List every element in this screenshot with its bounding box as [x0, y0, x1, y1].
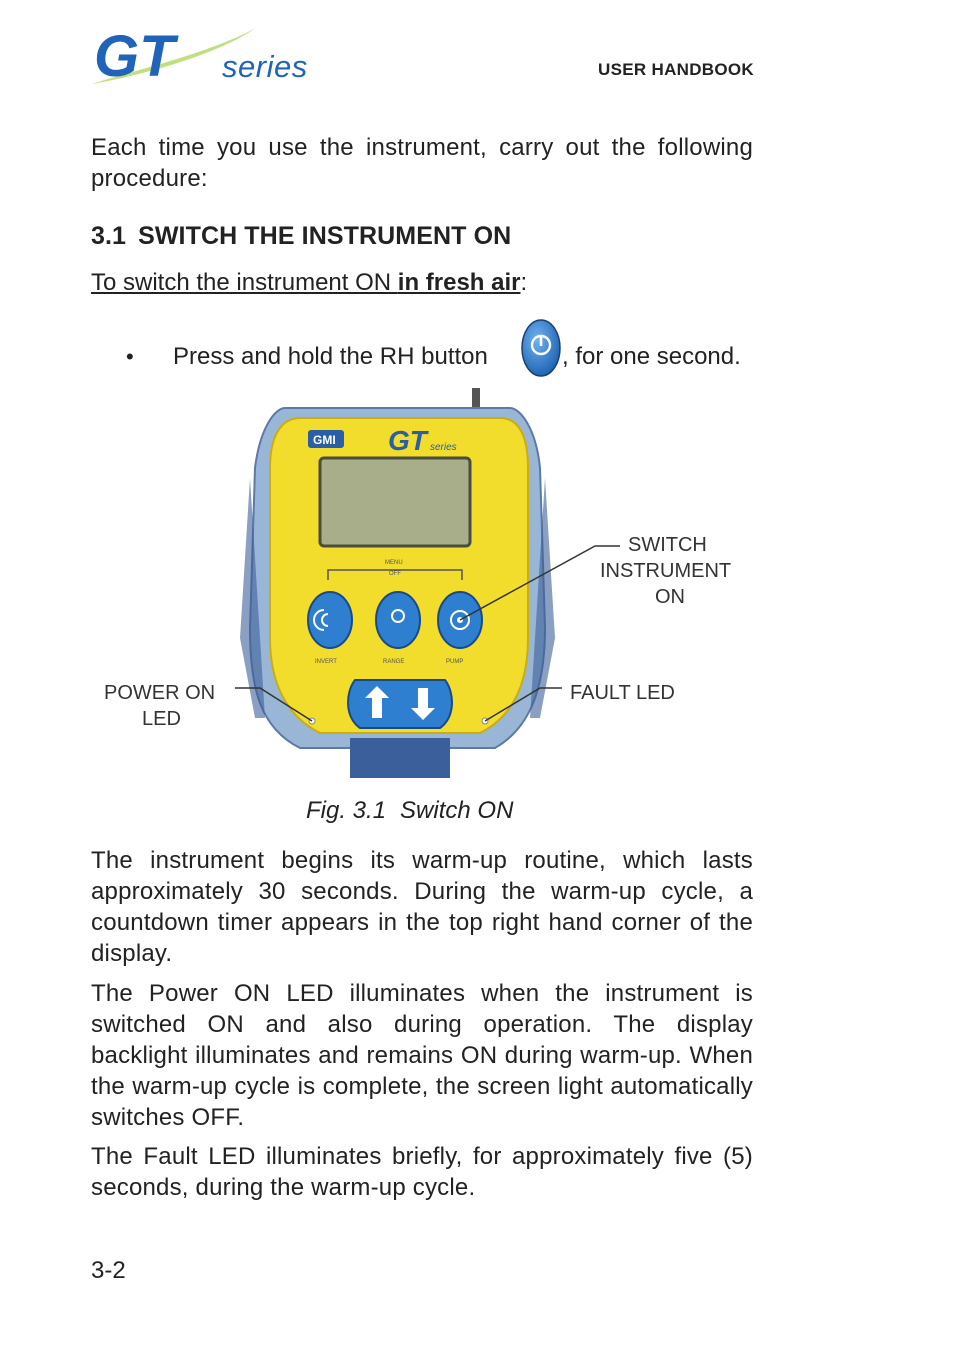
caption-text: Switch ON: [400, 797, 514, 824]
down-arrow-icon: [411, 688, 435, 720]
instruction-suffix: :: [520, 269, 528, 296]
bulb-icon: [391, 609, 405, 623]
section-heading: 3.1 SWITCH THE INSTRUMENT ON: [91, 222, 511, 251]
gt-series-logo: GT: [88, 24, 318, 90]
logo-gt-text: GT: [94, 24, 179, 89]
callout-power-line2: LED: [142, 708, 181, 730]
instruction-prefix: To switch the instrument ON: [91, 269, 398, 296]
callout-power-line1: POWER ON: [104, 682, 215, 704]
power-button-icon: [520, 318, 562, 378]
section-number: 3.1: [91, 222, 127, 250]
invert-icon: [313, 609, 329, 631]
body-paragraph-3: The Fault LED illuminates briefly, for a…: [91, 1143, 753, 1201]
page-number: 3-2: [91, 1257, 126, 1284]
menu-label: MENU: [385, 560, 403, 566]
callout-switch-line1: SWITCH: [628, 534, 707, 556]
logo-series-text: series: [222, 49, 308, 84]
button-label-invert: INVERT: [315, 659, 337, 665]
device-series-text: series: [430, 442, 457, 453]
invert-button: [307, 591, 353, 649]
figure-caption: Fig. 3.1 Switch ON: [306, 797, 513, 825]
button-label-range: RANGE: [383, 659, 404, 665]
bullet-marker: •: [126, 344, 134, 369]
body-paragraph-1: The instrument begins its warm-up routin…: [91, 847, 753, 967]
callout-switch-line2: INSTRUMENT: [600, 560, 731, 582]
bullet-text-after: , for one second.: [562, 343, 741, 370]
off-label: OFF: [389, 571, 401, 577]
button-label-pump: PUMP: [446, 659, 463, 665]
intro-paragraph: Each time you use the instrument, carry …: [91, 134, 753, 192]
callout-switch-line3: ON: [655, 586, 685, 608]
range-button: [375, 591, 421, 649]
bullet-text-before: Press and hold the RH button: [173, 343, 488, 370]
callout-fault: FAULT LED: [570, 682, 675, 704]
body-paragraph-2: The Power ON LED illuminates when the in…: [91, 980, 753, 1131]
caption-number: Fig. 3.1: [306, 797, 387, 824]
device-model-text: GT: [388, 425, 430, 456]
arrow-buttons: [347, 679, 453, 729]
device-brand-text: GMI: [313, 433, 336, 447]
header-title: USER HANDBOOK: [598, 60, 754, 79]
power-icon: [450, 610, 470, 630]
instruction-emphasis: in fresh air: [397, 269, 521, 296]
device-figure: GMI GT series MENU OFF INVERT RANGE PUMP: [100, 388, 760, 778]
section-title: SWITCH THE INSTRUMENT ON: [138, 222, 512, 250]
instruction-line: To switch the instrument ON in fresh air…: [91, 269, 527, 297]
up-arrow-icon: [365, 686, 389, 718]
